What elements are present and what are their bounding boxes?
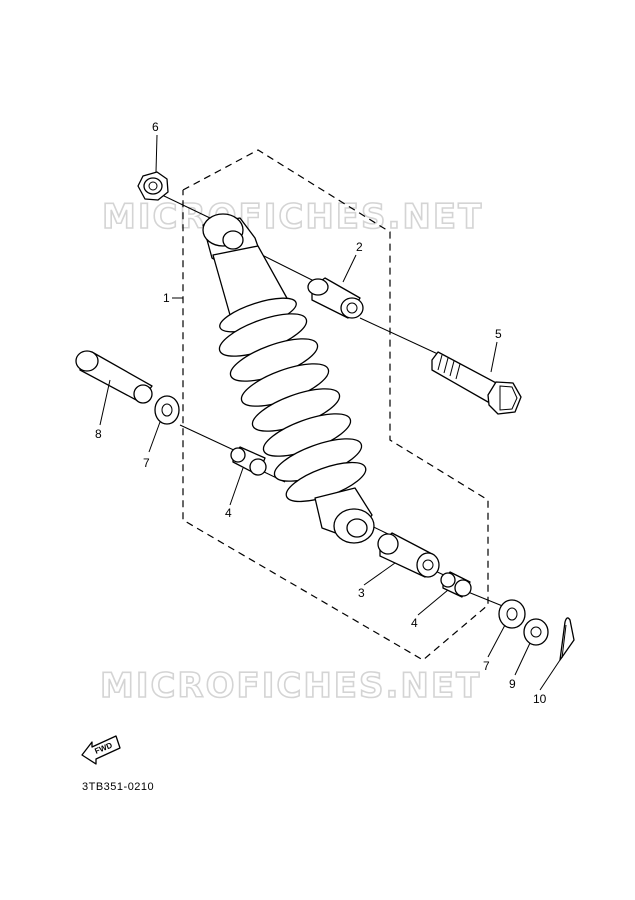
callout-8: 8 bbox=[95, 427, 102, 441]
forward-arrow-icon: FWD bbox=[81, 735, 121, 765]
washer-part-9 bbox=[523, 618, 549, 646]
callout-4-right: 4 bbox=[411, 616, 418, 630]
pin-part-8 bbox=[75, 350, 153, 404]
callout-1: 1 bbox=[163, 291, 170, 305]
bushing-part-4-left bbox=[230, 446, 267, 476]
cotter-pin-part-10 bbox=[559, 617, 575, 661]
callout-5: 5 bbox=[495, 327, 502, 341]
callout-7-right: 7 bbox=[483, 659, 490, 673]
bushing-part-4-right bbox=[440, 571, 472, 598]
assembly-outline bbox=[182, 149, 489, 661]
callout-6: 6 bbox=[152, 120, 159, 134]
callout-3: 3 bbox=[358, 586, 365, 600]
collar-part-2 bbox=[307, 277, 364, 319]
washer-part-7-right bbox=[498, 599, 526, 629]
callout-7-left: 7 bbox=[143, 456, 150, 470]
leader-lines bbox=[99, 134, 561, 691]
callout-9: 9 bbox=[509, 677, 516, 691]
callout-4-left: 4 bbox=[225, 506, 232, 520]
collar-part-3 bbox=[377, 532, 440, 578]
callout-10: 10 bbox=[533, 692, 547, 706]
shock-absorber-part-1 bbox=[202, 213, 375, 544]
washer-part-7-left bbox=[154, 395, 180, 425]
diagram-code: 3TB351-0210 bbox=[82, 781, 154, 793]
callout-2: 2 bbox=[356, 240, 363, 254]
bolt-part-5 bbox=[431, 351, 522, 415]
nut-part-6 bbox=[137, 171, 169, 201]
watermark-bottom: MICROFICHES.NET bbox=[100, 666, 481, 706]
watermark-top: MICROFICHES.NET bbox=[102, 197, 483, 237]
